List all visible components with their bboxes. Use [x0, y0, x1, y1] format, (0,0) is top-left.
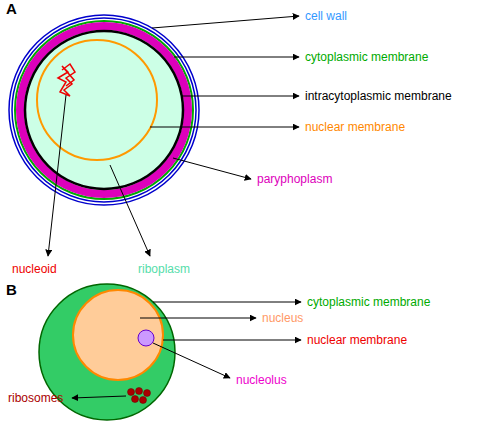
part-label: ribosomes	[8, 391, 63, 405]
leader-line	[72, 396, 126, 398]
part-label: intracytoplasmic membrane	[305, 89, 452, 103]
leader-line	[150, 127, 299, 128]
panel-letter: A	[6, 2, 17, 16]
leader-line	[153, 302, 301, 303]
intracytoplasmic-membrane-ring	[25, 31, 183, 189]
ribosome-dot	[132, 396, 139, 403]
ribosome-dot	[128, 389, 135, 396]
leader-line	[163, 340, 301, 341]
leader-line	[174, 57, 299, 58]
part-label: nuclear membrane	[307, 333, 407, 347]
cell-wall-inner	[12, 18, 196, 202]
paryphoplasm-band	[20, 26, 188, 194]
leader-line	[181, 96, 299, 97]
panel-letter: B	[6, 283, 17, 297]
part-label: paryphoplasm	[257, 172, 332, 186]
cytoplasmic-membrane-ring	[15, 21, 193, 199]
leader-line	[48, 95, 66, 256]
ribosome-dot	[140, 397, 147, 404]
ribosome-dot	[144, 390, 151, 397]
cell-wall-outer	[9, 15, 199, 205]
part-label: nuclear membrane	[305, 120, 405, 134]
leader-line	[153, 343, 230, 378]
part-label: nucleoid	[12, 262, 57, 276]
part-label: cytoplasmic membrane	[307, 295, 430, 309]
part-label: cytoplasmic membrane	[305, 50, 428, 64]
leader-line	[140, 318, 256, 319]
ribosome-dot	[136, 388, 143, 395]
nucleolus-shape	[138, 330, 154, 346]
leader-line	[110, 165, 150, 256]
nuclear-membrane-ring	[37, 40, 157, 160]
part-label: cell wall	[305, 9, 347, 23]
part-label: nucleolus	[236, 373, 287, 387]
leader-line	[173, 158, 251, 179]
leader-line	[152, 16, 299, 28]
nucleoid-tangle	[58, 64, 75, 96]
part-label: riboplasm	[138, 262, 190, 276]
part-label: nucleus	[262, 311, 303, 325]
nucleus-shape	[73, 290, 163, 380]
